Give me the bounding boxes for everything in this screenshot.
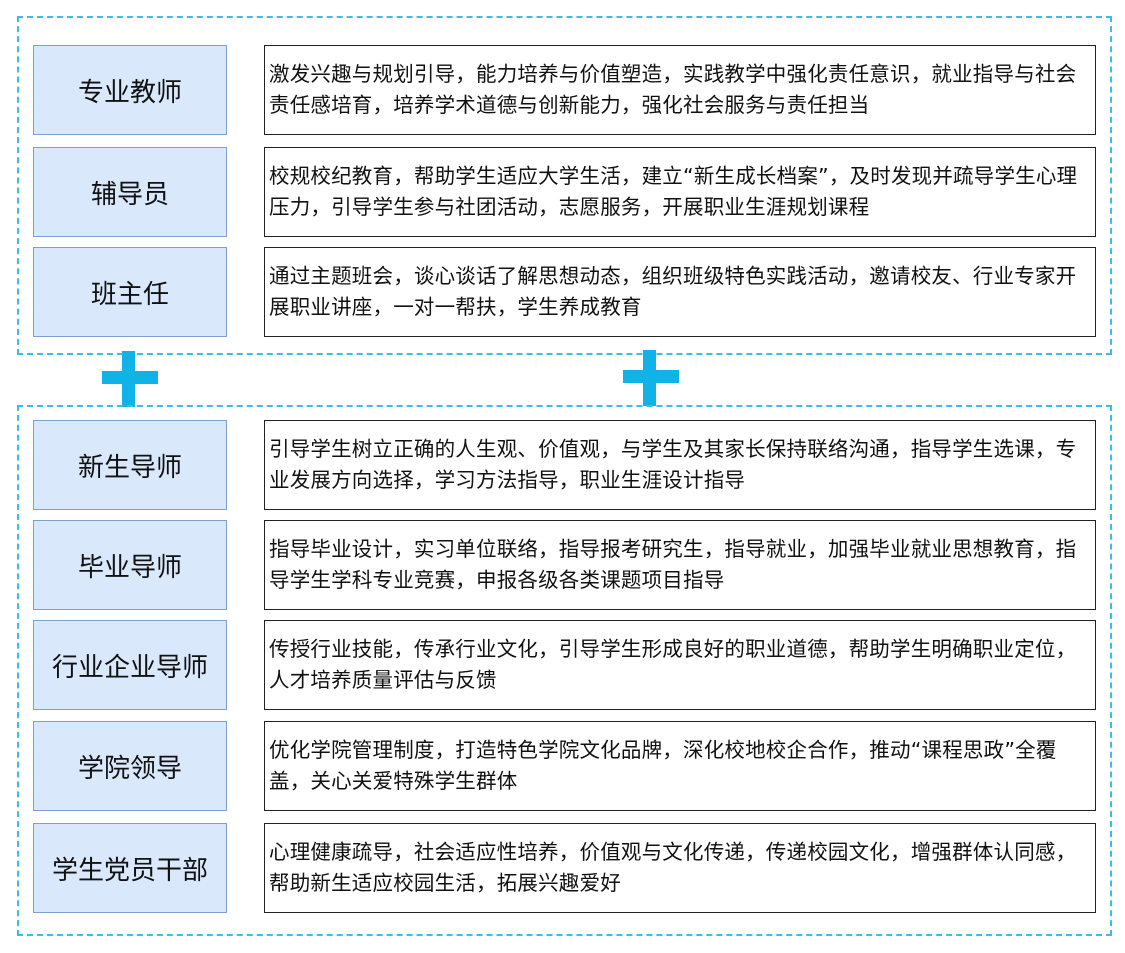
- desc-box-professional-teacher: 激发兴趣与规划引导，能力培养与价值塑造，实践教学中强化责任意识，就业指导与社会责…: [264, 45, 1096, 135]
- desc-text: 心理健康疏导，社会适应性培养，价值观与文化传递，传递校园文化，增强群体认同感，帮…: [269, 840, 1077, 895]
- role-label: 学院领导: [77, 753, 182, 784]
- role-label: 学生党员干部: [51, 855, 208, 886]
- desc-box-head-teacher: 通过主题班会，谈心谈话了解思想动态，组织班级特色实践活动，邀请校友、行业专家开展…: [264, 247, 1096, 337]
- desc-box-freshman-mentor: 引导学生树立正确的人生观、价值观，与学生及其家长保持联络沟通，指导学生选课，专业…: [264, 420, 1096, 510]
- desc-box-industry-mentor: 传授行业技能，传承行业文化，引导学生形成良好的职业道德，帮助学生明确职业定位，人…: [264, 620, 1096, 710]
- top-group-frame: [17, 16, 1112, 355]
- role-box-industry-mentor: 行业企业导师: [33, 620, 227, 710]
- role-box-counselor: 辅导员: [33, 147, 227, 237]
- desc-box-counselor: 校规校纪教育，帮助学生适应大学生活，建立“新生成长档案”，及时发现并疏导学生心理…: [264, 147, 1096, 237]
- role-box-head-teacher: 班主任: [33, 247, 227, 337]
- desc-box-college-leader: 优化学院管理制度，打造特色学院文化品牌，深化校地校企合作，推动“课程思政”全覆盖…: [264, 721, 1096, 811]
- role-box-graduation-mentor: 毕业导师: [33, 520, 227, 610]
- role-box-college-leader: 学院领导: [33, 721, 227, 811]
- role-label: 毕业导师: [77, 552, 182, 583]
- desc-box-student-party-cadre: 心理健康疏导，社会适应性培养，价值观与文化传递，传递校园文化，增强群体认同感，帮…: [264, 823, 1096, 913]
- role-label: 专业教师: [77, 77, 182, 108]
- role-label: 辅导员: [90, 179, 169, 210]
- role-label: 行业企业导师: [51, 652, 208, 683]
- plus-icon: [102, 351, 158, 407]
- desc-text: 引导学生树立正确的人生观、价值观，与学生及其家长保持联络沟通，指导学生选课，专业…: [269, 437, 1077, 492]
- role-box-freshman-mentor: 新生导师: [33, 420, 227, 510]
- role-box-student-party-cadre: 学生党员干部: [33, 823, 227, 913]
- desc-text: 指导毕业设计，实习单位联络，指导报考研究生，指导就业，加强毕业就业思想教育，指导…: [269, 537, 1077, 592]
- desc-text: 优化学院管理制度，打造特色学院文化品牌，深化校地校企合作，推动“课程思政”全覆盖…: [269, 738, 1057, 793]
- desc-text: 通过主题班会，谈心谈话了解思想动态，组织班级特色实践活动，邀请校友、行业专家开展…: [269, 264, 1077, 319]
- desc-text: 激发兴趣与规划引导，能力培养与价值塑造，实践教学中强化责任意识，就业指导与社会责…: [269, 62, 1077, 117]
- desc-text: 传授行业技能，传承行业文化，引导学生形成良好的职业道德，帮助学生明确职业定位，人…: [269, 637, 1077, 692]
- bottom-group-frame: [17, 405, 1112, 936]
- desc-box-graduation-mentor: 指导毕业设计，实习单位联络，指导报考研究生，指导就业，加强毕业就业思想教育，指导…: [264, 520, 1096, 610]
- role-box-professional-teacher: 专业教师: [33, 45, 227, 135]
- desc-text: 校规校纪教育，帮助学生适应大学生活，建立“新生成长档案”，及时发现并疏导学生心理…: [269, 164, 1078, 219]
- role-label: 新生导师: [77, 452, 182, 483]
- role-label: 班主任: [90, 279, 169, 310]
- plus-icon: [623, 350, 679, 406]
